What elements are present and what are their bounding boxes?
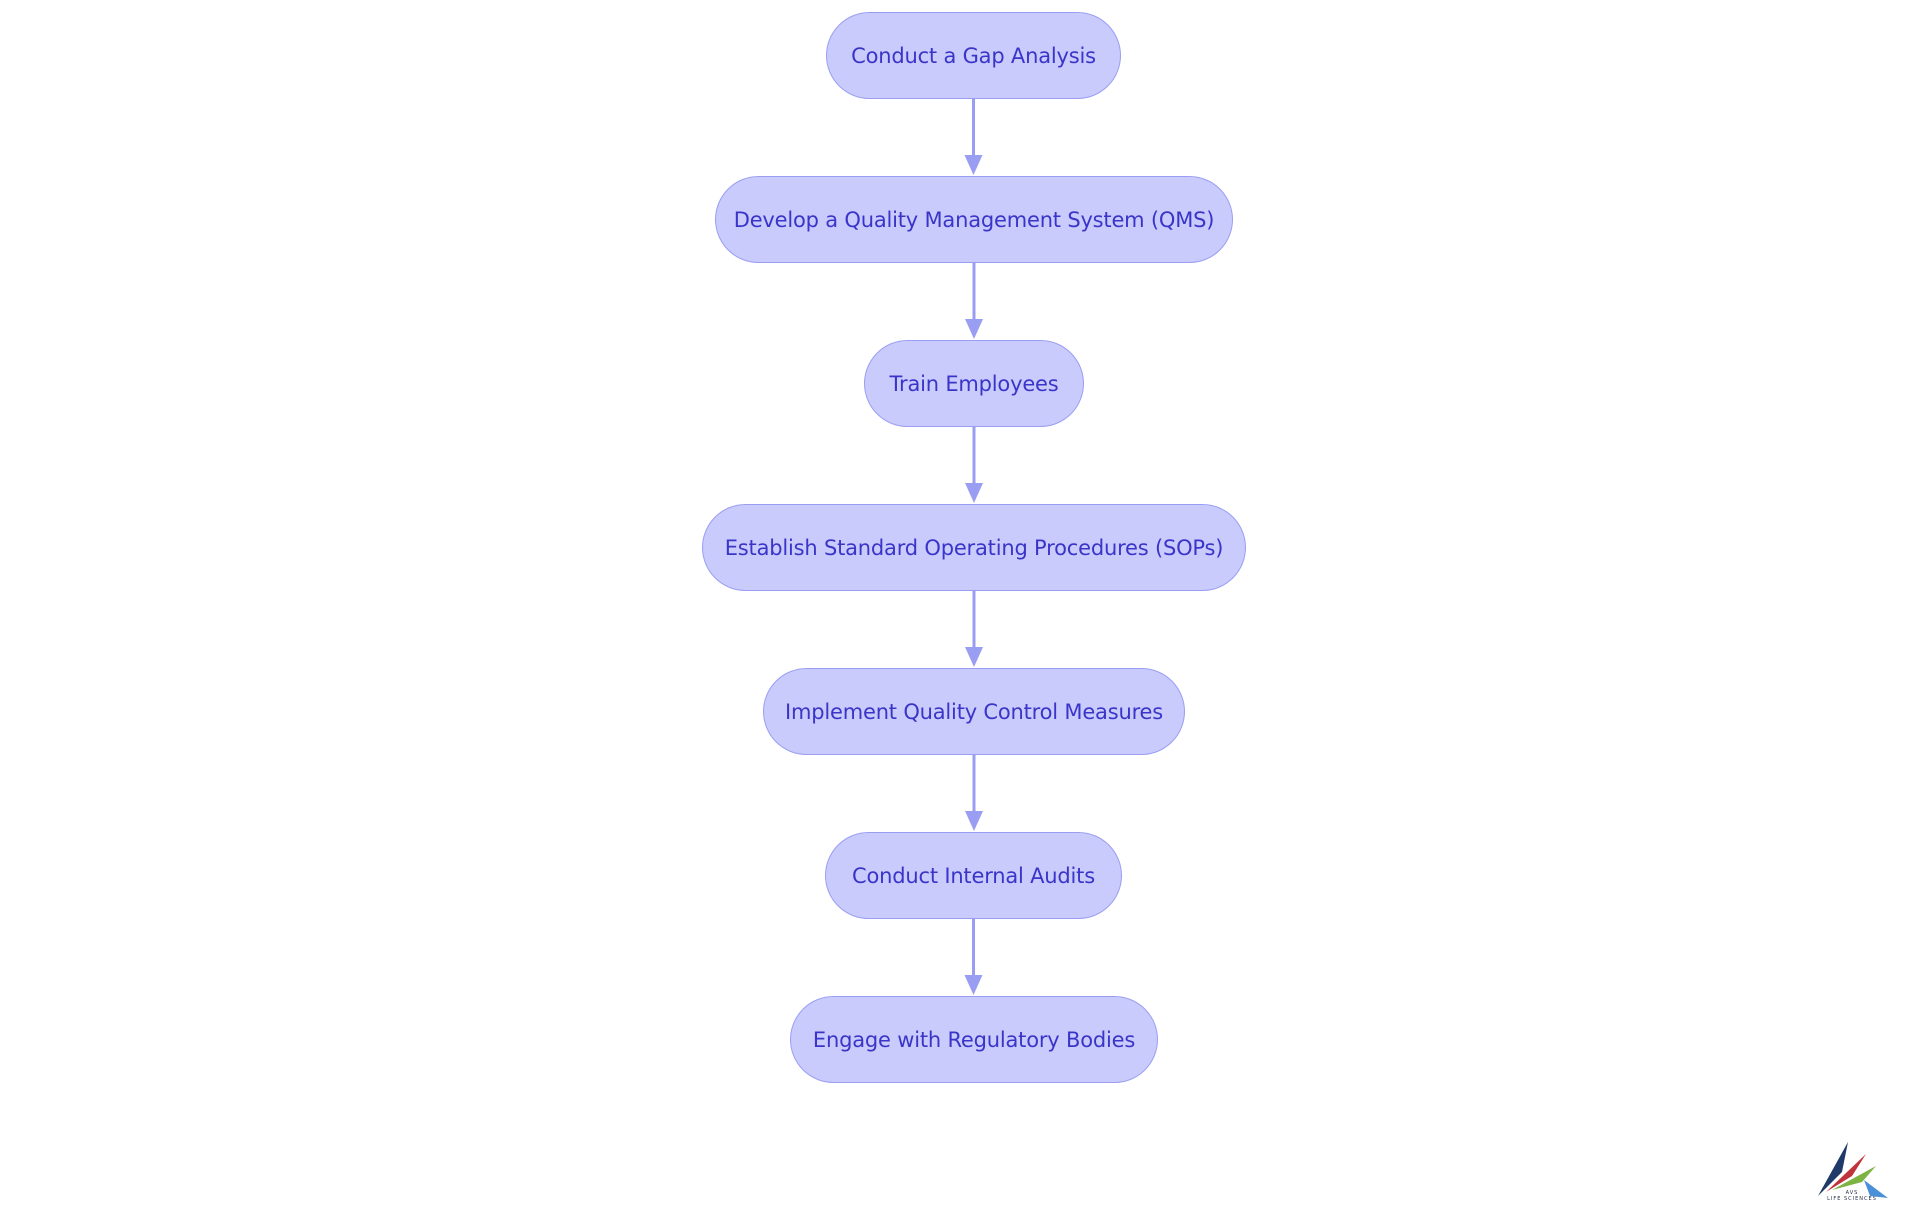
company-logo-icon: [1818, 1142, 1888, 1198]
node-conduct-gap-analysis: Conduct a Gap Analysis: [826, 12, 1121, 99]
node-train-employees: Train Employees: [864, 340, 1084, 427]
node-label: Conduct Internal Audits: [852, 863, 1095, 888]
node-label: Train Employees: [889, 371, 1059, 396]
node-engage-regulatory-bodies: Engage with Regulatory Bodies: [790, 996, 1158, 1083]
node-label: Implement Quality Control Measures: [784, 699, 1164, 724]
node-implement-quality-control: Implement Quality Control Measures: [763, 668, 1185, 755]
edge-arrowhead-1: [964, 155, 983, 175]
node-label: Engage with Regulatory Bodies: [812, 1027, 1136, 1052]
logo-wordmark: AVS LIFE SCIENCES: [1816, 1190, 1888, 1202]
node-establish-sops: Establish Standard Operating Procedures …: [702, 504, 1246, 591]
node-develop-qms: Develop a Quality Management System (QMS…: [715, 176, 1233, 263]
node-label: Conduct a Gap Analysis: [851, 43, 1096, 68]
logo-red-stroke: [1826, 1154, 1866, 1192]
node-label: Develop a Quality Management System (QMS…: [733, 207, 1215, 232]
edge-arrowhead-6: [964, 975, 983, 995]
edge-arrowhead-2: [965, 319, 983, 339]
logo-text-line1: AVS: [1845, 1190, 1859, 1196]
logo-blue-stroke: [1864, 1180, 1888, 1198]
logo-text-line2: LIFE SCIENCES: [1827, 1196, 1877, 1202]
edge-arrowhead-4: [965, 647, 983, 667]
logo-green-stroke: [1832, 1166, 1876, 1190]
edge-arrowhead-5: [965, 811, 983, 831]
node-conduct-internal-audits: Conduct Internal Audits: [825, 832, 1122, 919]
node-label: Establish Standard Operating Procedures …: [724, 535, 1224, 560]
edge-arrowhead-3: [965, 483, 983, 503]
logo-navy-stroke: [1818, 1142, 1848, 1196]
